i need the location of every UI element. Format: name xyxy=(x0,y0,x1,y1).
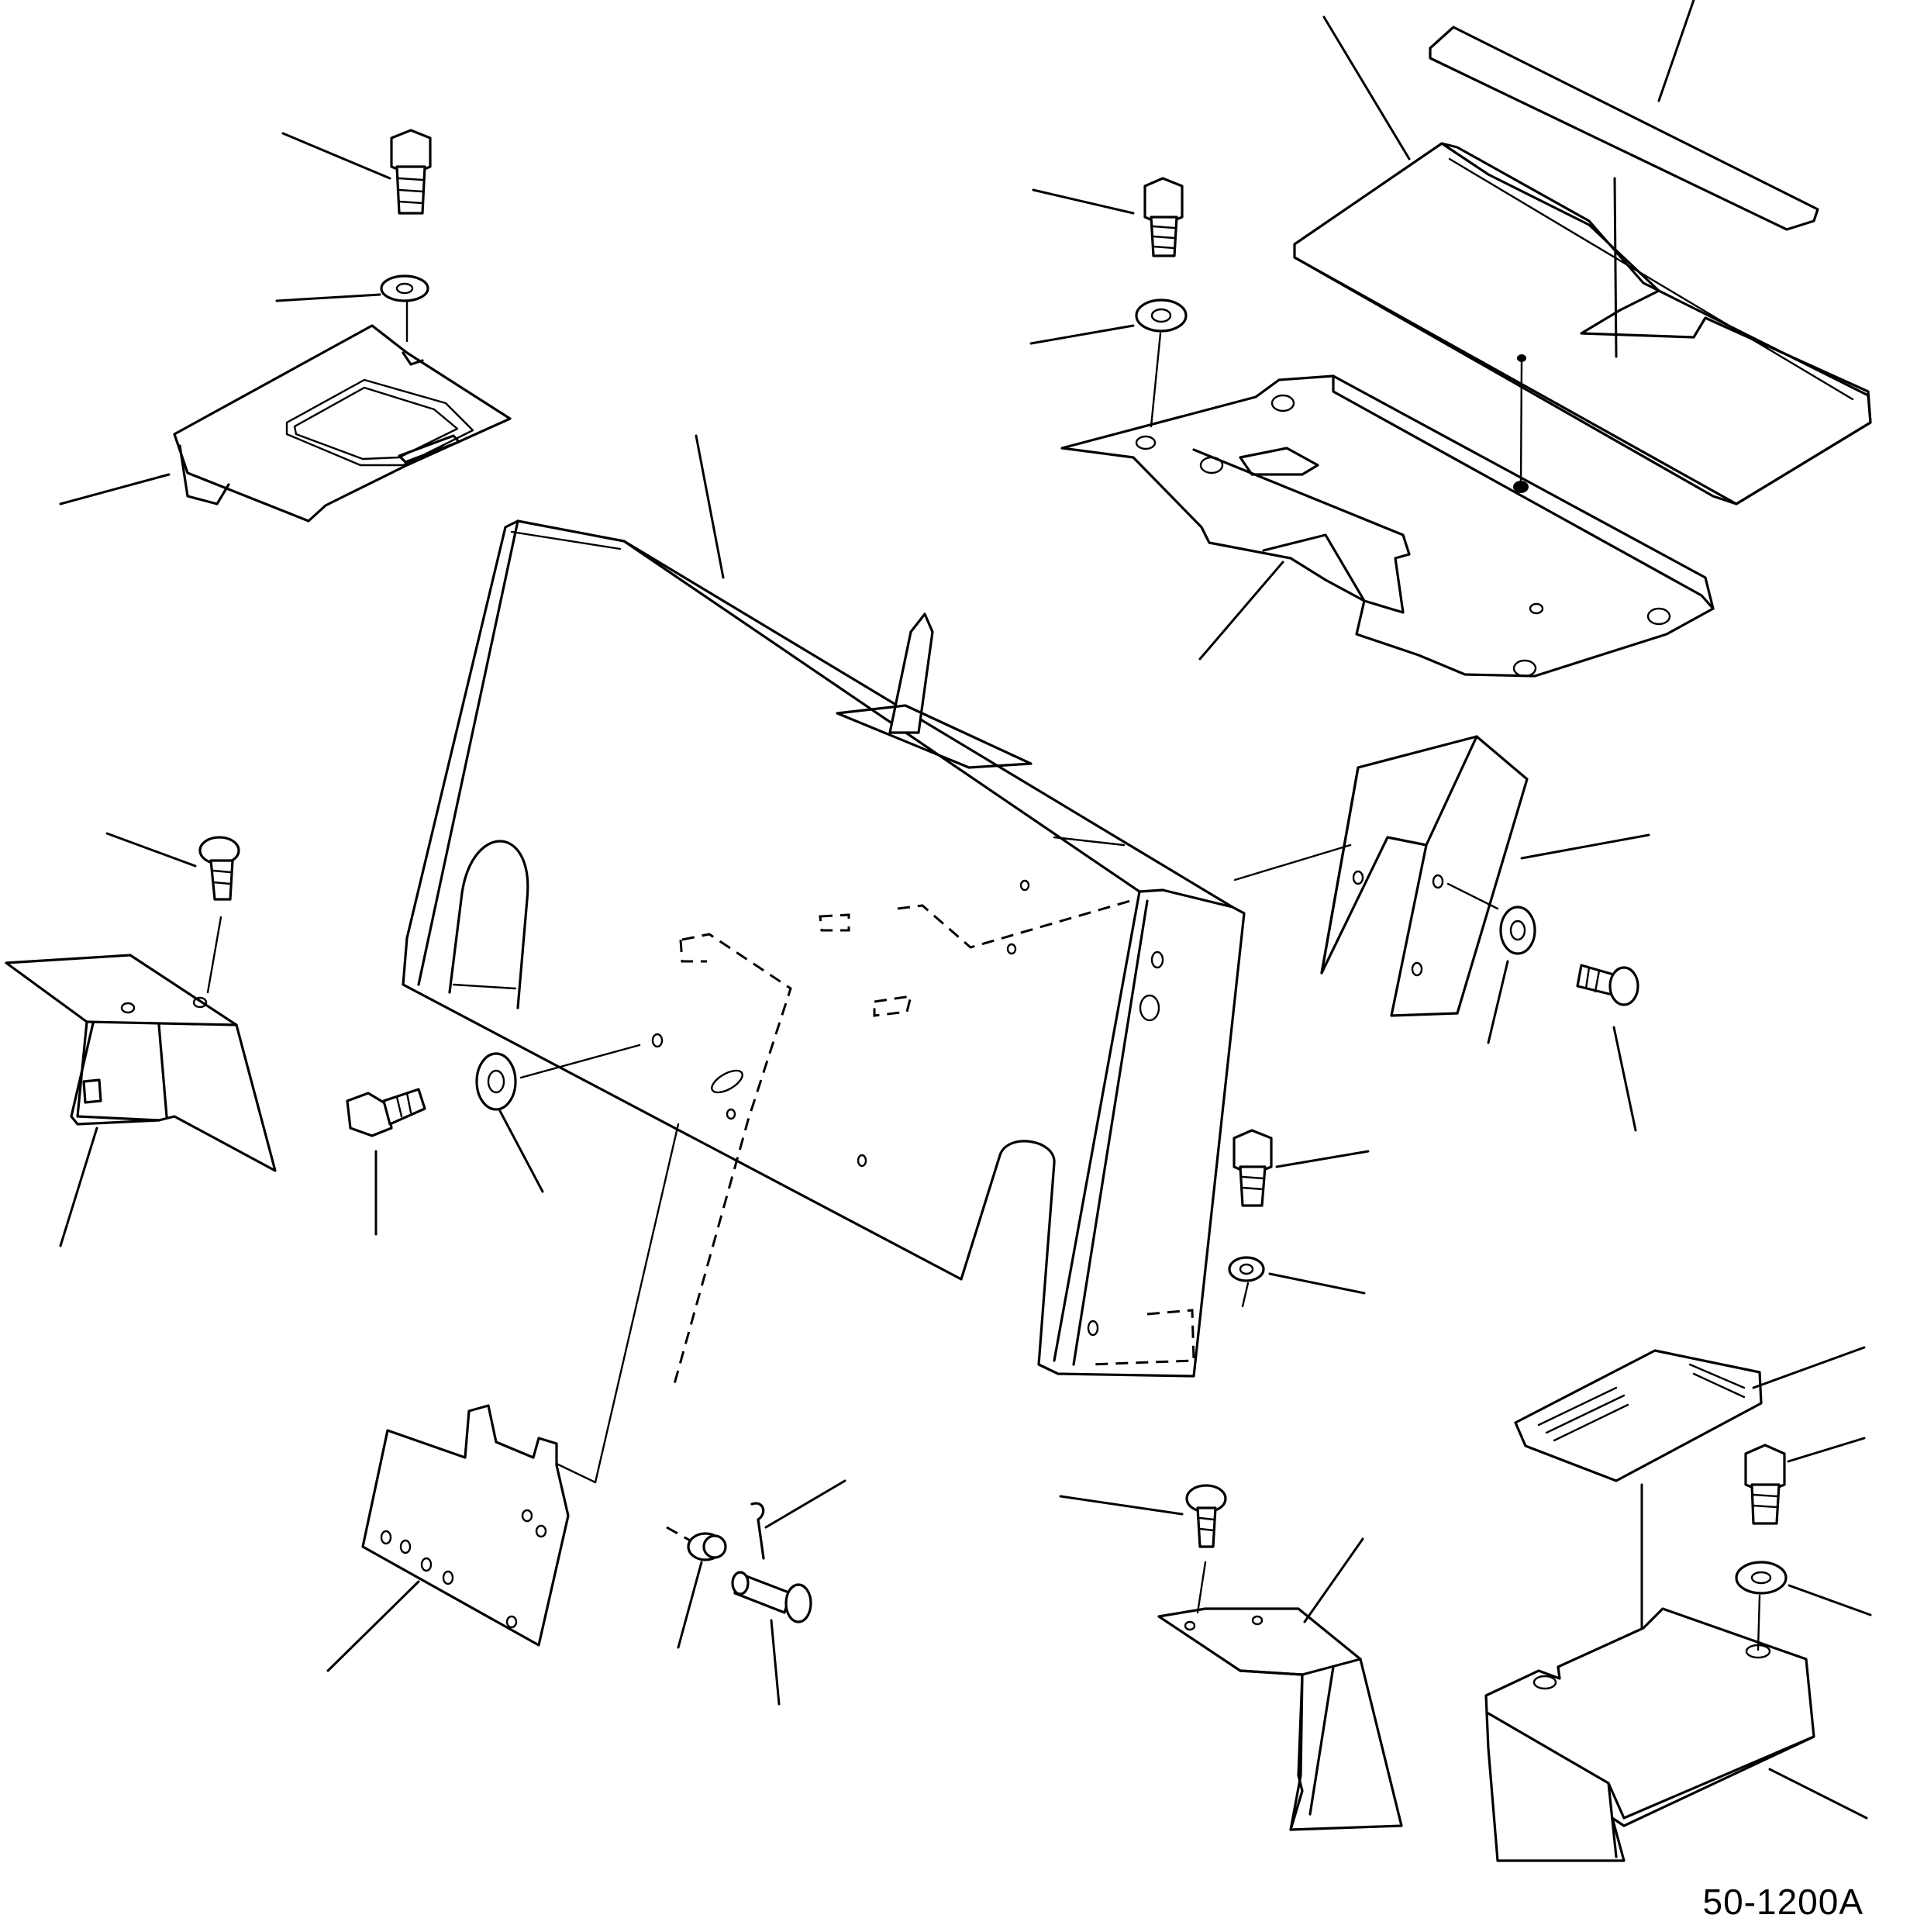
screw-left-bracket xyxy=(198,836,240,901)
screw-right-upper xyxy=(1576,964,1639,1006)
leader-washer-right-upper xyxy=(1487,960,1509,1044)
leader-main-panel xyxy=(695,434,725,579)
washer-top-left xyxy=(380,274,429,302)
top-left-cover xyxy=(173,324,512,523)
washer-center-left xyxy=(475,1052,517,1111)
bolt-top-right xyxy=(1143,177,1184,257)
bolt-bottom-right xyxy=(1744,1444,1786,1525)
main-panel xyxy=(402,519,1246,1385)
leader-bottom-left-plate xyxy=(326,1580,420,1672)
decal-plate xyxy=(1514,1349,1763,1482)
leader-clevis-pin xyxy=(770,1619,781,1706)
leader-cotter-pin xyxy=(764,1479,846,1529)
washer-right-upper xyxy=(1499,906,1536,955)
leader-washer-bottom-right xyxy=(1788,1584,1872,1616)
right-upper-bracket xyxy=(1320,735,1529,1017)
leader-screw-bottom-right xyxy=(1059,1495,1184,1516)
leader-top-right-cover-plate xyxy=(1322,16,1411,160)
bolt-center-left xyxy=(346,1088,426,1137)
top-right-strip xyxy=(1429,26,1819,231)
cotter-pin xyxy=(750,1502,765,1560)
left-bracket xyxy=(5,954,277,1172)
clevis-pin xyxy=(731,1571,812,1623)
washer-right-middle xyxy=(1228,1256,1265,1282)
top-right-base-plate xyxy=(1060,354,1715,678)
leader-top-right-strip-lower xyxy=(1613,177,1618,358)
leader-right-upper-bracket xyxy=(1520,833,1650,860)
leader-top-right-base-plate xyxy=(1198,561,1284,661)
bushing xyxy=(687,1532,727,1561)
leader-washer-center-left xyxy=(498,1109,544,1193)
bottom-right-cover xyxy=(1484,1607,1815,1862)
leader-left-bracket xyxy=(59,1126,98,1247)
leader-bolt-right-middle xyxy=(1275,1150,1370,1168)
panel-holes xyxy=(651,879,1164,1337)
leader-bottom-right-cover xyxy=(1768,1768,1868,1820)
leader-screw-left-bracket xyxy=(105,832,197,868)
bottom-right-bracket xyxy=(1157,1607,1403,1831)
leader-top-right-strip xyxy=(1657,0,1695,102)
leader-top-left-cover xyxy=(59,473,171,505)
screw-bottom-right xyxy=(1185,1484,1227,1548)
figure-label: 50-1200A xyxy=(1702,1882,1863,1922)
leader-decal-plate xyxy=(1752,1346,1866,1389)
washer-top-right xyxy=(1135,298,1188,333)
leader-bottom-right-bracket xyxy=(1303,1537,1364,1623)
leader-screw-right-upper xyxy=(1612,1026,1637,1132)
bottom-left-plate xyxy=(361,1404,570,1647)
leader-bolt-top-left xyxy=(281,132,391,180)
leader-bolt-top-right xyxy=(1032,188,1135,215)
leader-washer-top-right xyxy=(1029,324,1135,345)
leader-washer-right-middle xyxy=(1268,1272,1366,1295)
washer-bottom-right xyxy=(1735,1561,1788,1595)
bolt-top-left xyxy=(390,129,432,215)
bolt-right-middle xyxy=(1233,1129,1273,1207)
top-right-cover-plate xyxy=(1293,142,1872,505)
leader-washer-top-left xyxy=(275,293,381,302)
leader-bushing xyxy=(677,1561,703,1649)
leader-bolt-bottom-right xyxy=(1787,1437,1866,1463)
